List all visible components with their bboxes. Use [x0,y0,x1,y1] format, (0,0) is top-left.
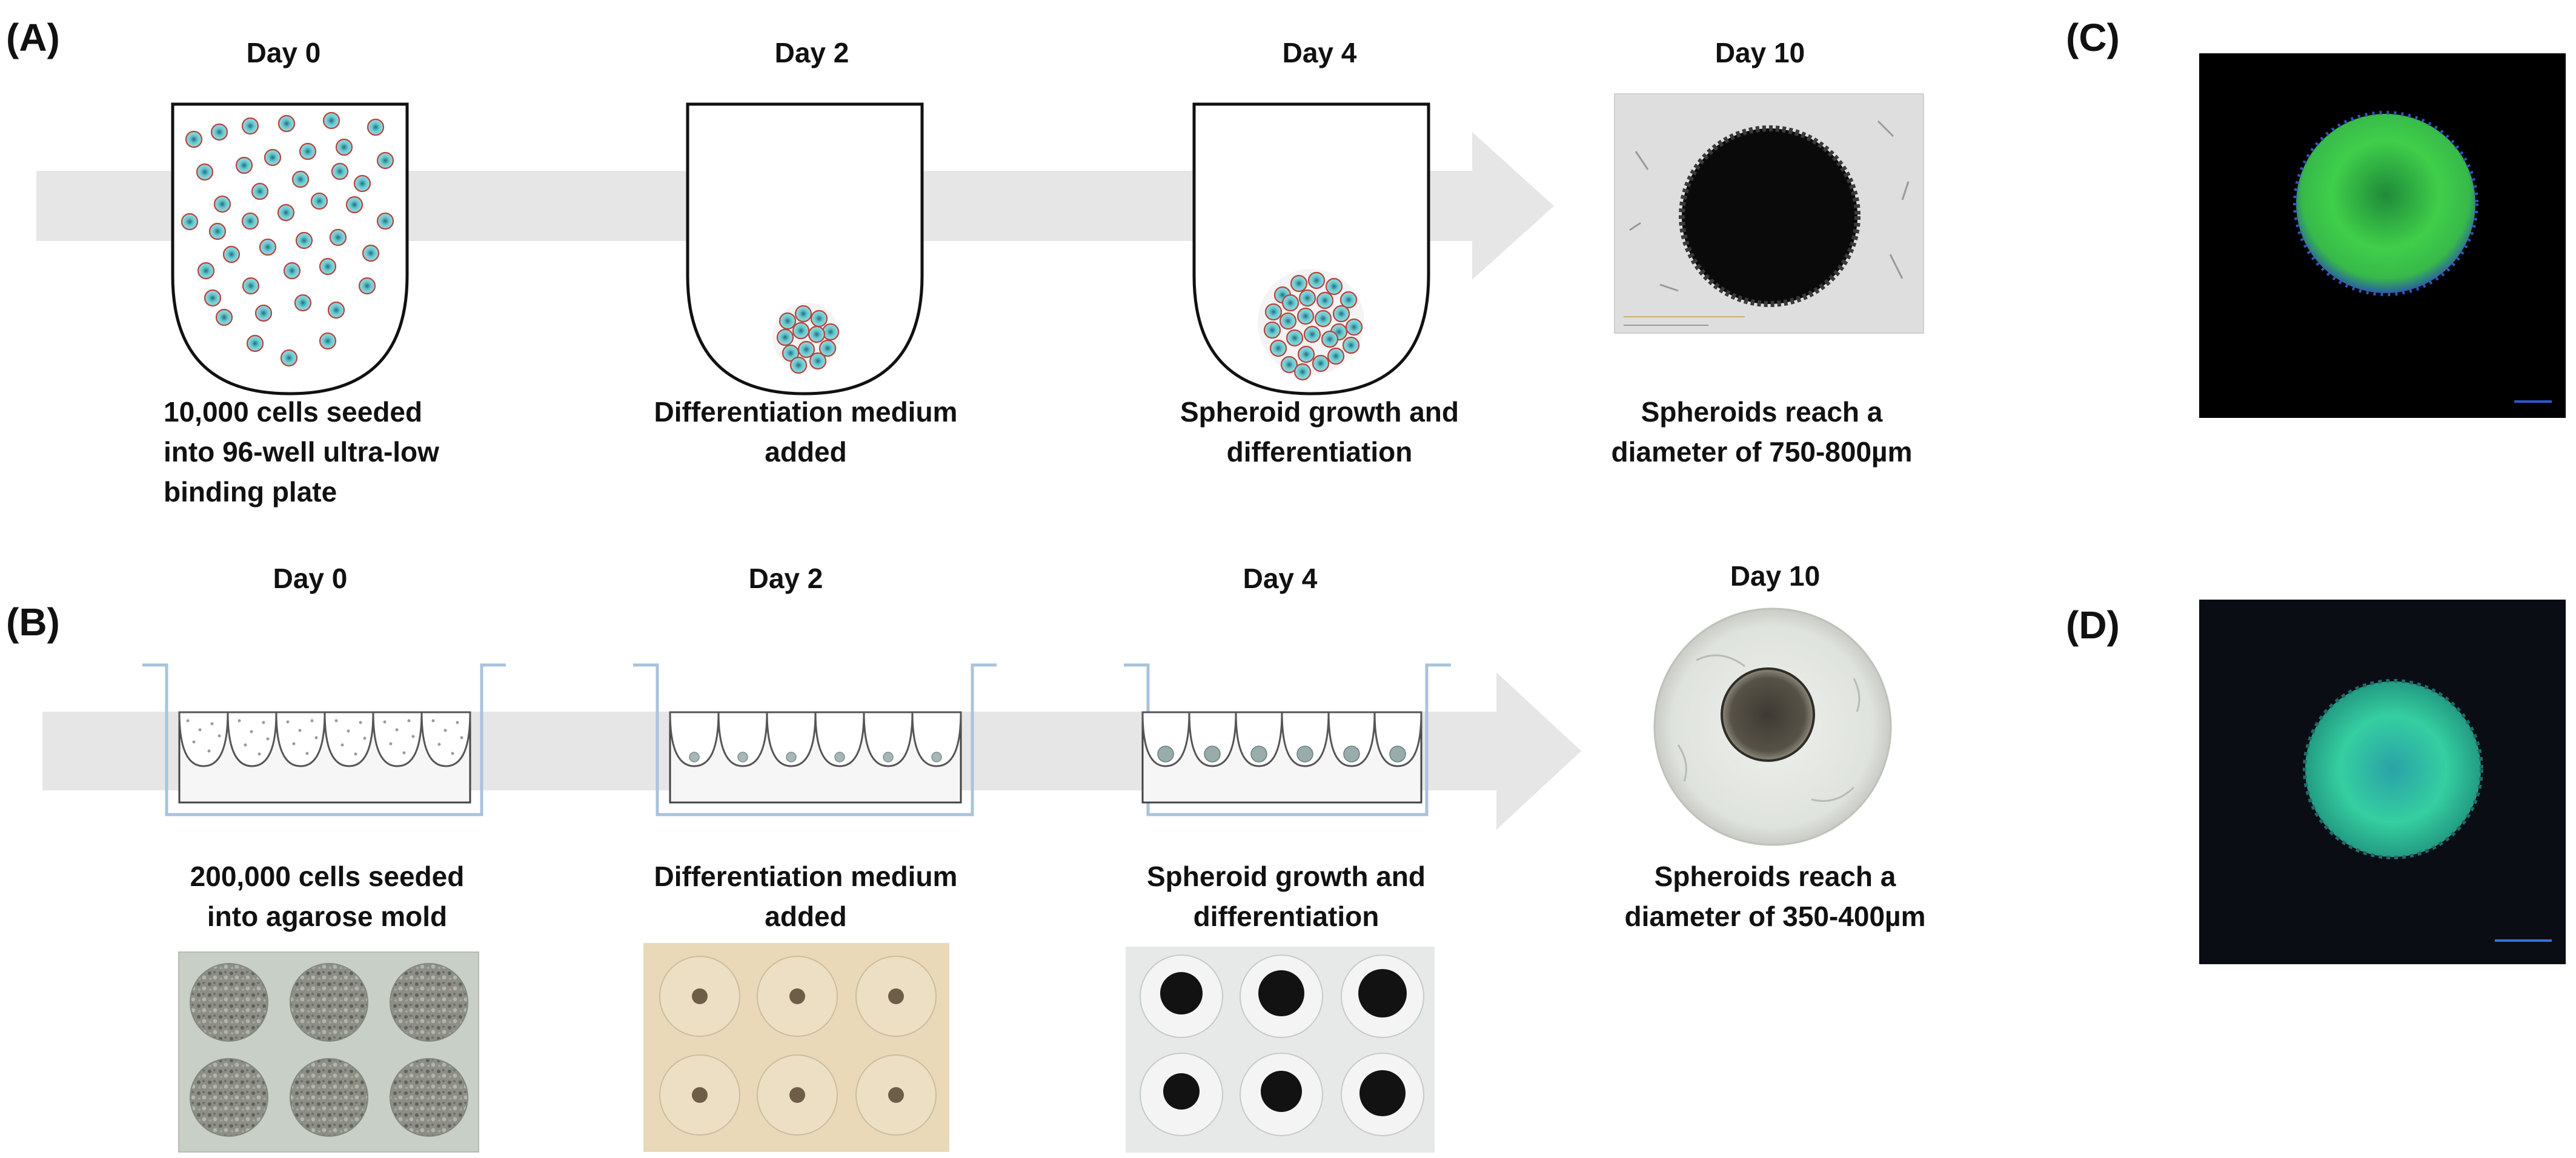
caption-a-3: Spheroids reach a diameter of 750-800µm [1592,392,1931,472]
micrograph-day10-a [1614,93,1924,334]
photo-agarose-day0 [178,951,479,1153]
caption-line: Spheroid growth and [1180,396,1459,428]
panel-label-c: (C) [2066,16,2120,59]
agarose-mold-day2 [633,663,997,816]
small-spheroid-a [772,303,840,374]
well-day4-a [1192,102,1430,395]
photo-agarose-day4 [1126,947,1435,1153]
caption-line: Differentiation medium [654,396,958,428]
caption-line: diameter of 350-400µm [1624,900,1926,932]
caption-line: binding plate [164,475,337,508]
fluorescence-image-d [2199,600,2566,964]
caption-line: differentiation [1193,900,1379,932]
caption-line: 10,000 cells seeded [164,396,423,428]
day-label-a-0: Day 0 [246,37,321,68]
caption-b-3: Spheroids reach a diameter of 350-400µm [1599,857,1951,937]
micrograph-day10-b [1653,607,1892,846]
caption-line: Spheroids reach a [1654,861,1896,892]
caption-b-1: Differentiation medium added [630,857,981,937]
day-label-b-1: Day 2 [748,563,823,594]
caption-line: into 96-well ultra-low [164,435,439,468]
day-label-a-1: Day 2 [774,37,849,68]
well-day0-a [171,102,409,395]
day-label-a-3: Day 10 [1715,37,1805,68]
day-label-b-0: Day 0 [273,563,348,594]
photo-agarose-day2 [643,943,949,1152]
caption-line: Differentiation medium [654,861,958,892]
caption-line: differentiation [1226,435,1413,468]
day-label-a-2: Day 4 [1282,37,1357,68]
fluorescence-image-c [2199,53,2566,418]
caption-line: 200,000 cells seeded [190,861,465,892]
caption-line: into agarose mold [207,900,448,932]
panel-label-a: (A) [6,16,60,59]
caption-line: Spheroid growth and [1147,861,1426,892]
well-day2-a [686,102,924,395]
caption-a-1: Differentiation medium added [642,392,969,472]
day-label-b-2: Day 4 [1243,563,1318,594]
agarose-mold-day0 [142,663,506,816]
caption-line: added [765,900,847,932]
panel-label-d: (D) [2066,603,2120,647]
caption-b-0: 200,000 cells seeded into agarose mold [151,857,503,937]
caption-a-2: Spheroid growth and differentiation [1156,392,1483,472]
caption-a-0: 10,000 cells seeded into 96-well ultra-l… [164,392,439,512]
caption-line: Spheroids reach a [1641,396,1883,428]
caption-line: diameter of 750-800µm [1611,435,1913,468]
agarose-mold-day4 [1124,663,1451,816]
panel-label-b: (B) [6,600,60,644]
day-label-b-3: Day 10 [1730,560,1821,592]
caption-line: added [765,435,847,468]
large-spheroid-a [1258,269,1364,381]
caption-b-2: Spheroid growth and differentiation [1110,857,1462,937]
